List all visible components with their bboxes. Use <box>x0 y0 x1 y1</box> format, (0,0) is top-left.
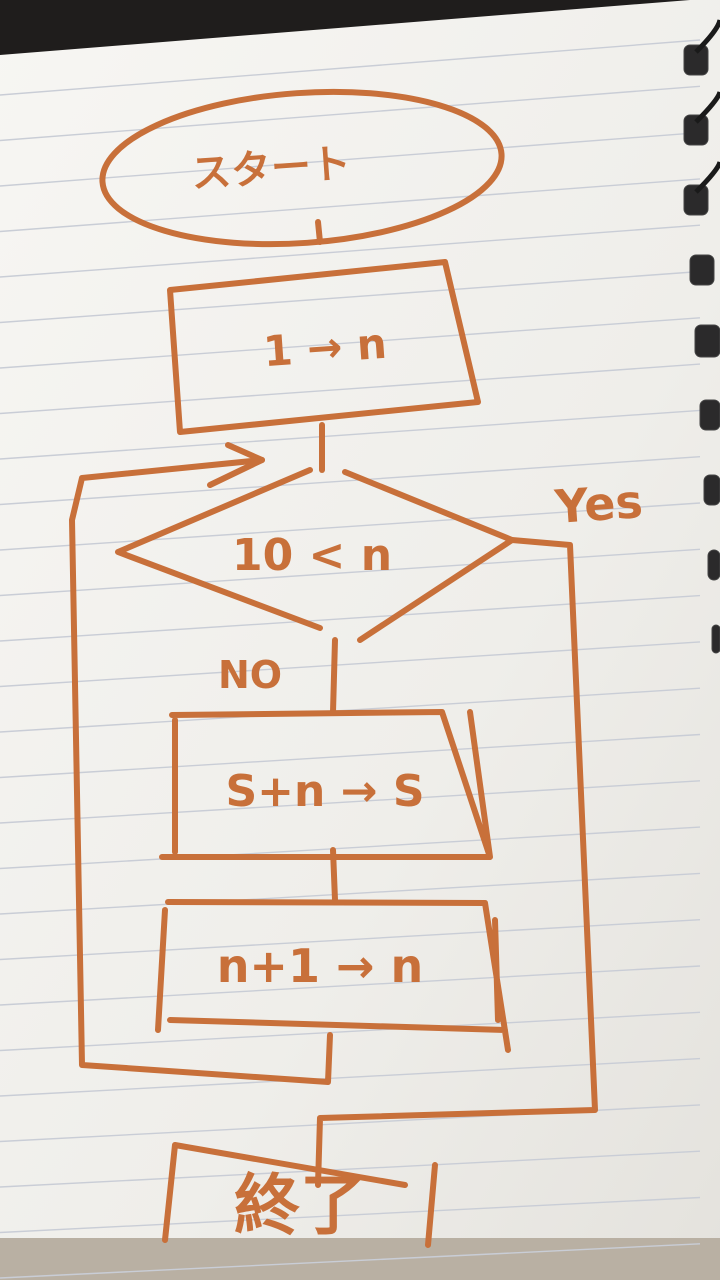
ruled-lines <box>0 39 701 1279</box>
start-terminal <box>99 88 505 248</box>
connector <box>330 847 338 903</box>
ruled-line <box>0 594 701 642</box>
arrow-head-icon <box>207 442 265 488</box>
ruled-line <box>0 131 701 187</box>
ring-hole <box>683 44 709 76</box>
ring-hole <box>711 624 720 654</box>
ring-hole <box>689 254 715 286</box>
ruled-line <box>0 502 701 551</box>
spiral-binding <box>683 19 720 654</box>
connector <box>315 219 323 245</box>
ring-hole <box>683 184 709 216</box>
condition-label: 10 < n <box>232 530 392 581</box>
ruled-line <box>0 733 701 779</box>
ruled-line <box>0 456 701 506</box>
ruled-line <box>0 1150 701 1188</box>
ruled-line <box>0 548 701 597</box>
ruled-line <box>0 409 701 460</box>
ruled-line <box>0 919 701 961</box>
ring-hole <box>683 114 709 146</box>
ruled-line <box>0 1196 701 1234</box>
ruled-line <box>0 1011 701 1052</box>
ruled-line <box>0 363 701 415</box>
loop-back-line <box>69 457 333 1085</box>
ring-wire <box>694 91 720 124</box>
init-process-box <box>167 259 481 435</box>
ruled-line <box>0 270 701 324</box>
end-label: 終了 <box>234 1167 366 1244</box>
flowchart <box>69 88 598 1248</box>
ruled-line <box>0 224 701 278</box>
no-label: NO <box>218 653 282 697</box>
init-label: 1 → n <box>262 319 389 376</box>
yes-label: Yes <box>552 474 644 534</box>
page-bottom-edge <box>0 1238 720 1280</box>
ruled-line <box>0 317 701 369</box>
ruled-line <box>0 965 701 1006</box>
yes-branch-line <box>315 537 598 1188</box>
ruled-line <box>0 641 701 688</box>
increment-process-box <box>155 899 511 1053</box>
ring-hole <box>694 324 720 358</box>
ring-hole <box>703 474 720 506</box>
ring-hole <box>699 399 720 431</box>
start-label: スタート <box>190 141 353 198</box>
ring-wire <box>694 19 720 54</box>
ruled-line <box>0 178 701 233</box>
ruled-line <box>0 85 701 142</box>
ring-wire <box>694 161 720 194</box>
connector <box>330 637 338 715</box>
accumulate-label: S+n → S <box>225 766 424 817</box>
ruled-line <box>0 1243 701 1279</box>
increment-label: n+1 → n <box>217 939 424 993</box>
ruled-line <box>0 1057 701 1097</box>
ruled-line <box>0 39 701 96</box>
ring-hole <box>707 549 720 581</box>
accumulate-process-box <box>159 709 493 860</box>
end-terminal <box>162 1142 438 1248</box>
